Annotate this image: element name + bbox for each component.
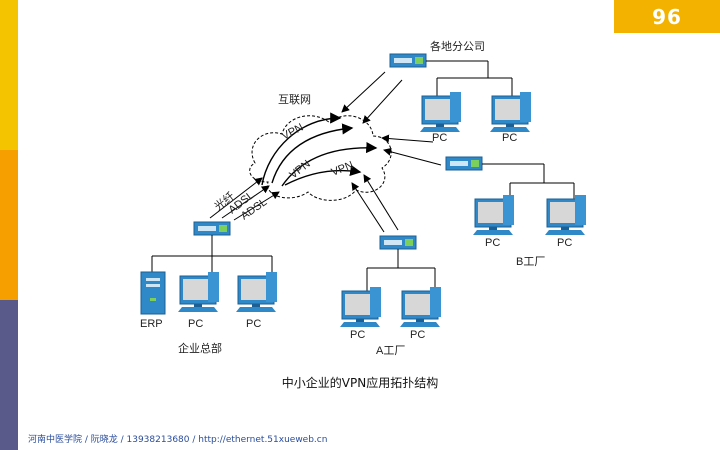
factory-a-pc-1-label: PC <box>350 329 365 341</box>
page-number-badge: 96 <box>614 0 720 33</box>
factory-b-pc-1-icon <box>472 194 515 236</box>
factory-a-pc-2-icon <box>399 286 442 328</box>
hq-label: 企业总部 <box>178 341 222 355</box>
factory-a-label: A工厂 <box>376 345 405 357</box>
factory-b-pc-1-label: PC <box>485 237 500 249</box>
hq-pc-2-label: PC <box>246 318 261 330</box>
factory-b-label: B工厂 <box>516 256 545 268</box>
branch-switch-icon <box>389 53 427 68</box>
branch-pc-1-icon <box>419 91 462 133</box>
factory-b-pc-2-icon <box>544 194 587 236</box>
sidebar-accent-orange <box>0 150 18 300</box>
erp-server-icon <box>140 271 166 315</box>
factory-a-lan-lines <box>366 249 436 291</box>
branch-pc-2-icon <box>489 91 532 133</box>
factory-a-switch-icon <box>379 235 417 250</box>
branch-pc-2-label: PC <box>502 132 517 144</box>
hq-pc-1-label: PC <box>188 318 203 330</box>
sidebar-accent-yellow <box>0 0 18 150</box>
internet-label: 互联网 <box>278 93 311 106</box>
vpn-tunnel-arrows <box>261 112 378 187</box>
internet-cloud <box>249 115 392 201</box>
hq-lan-lines <box>151 235 273 276</box>
factory-b-switch-icon <box>445 156 483 171</box>
footer-credit: 河南中医学院 / 阮晓龙 / 13938213680 / http://ethe… <box>28 435 328 445</box>
branch-office-label: 各地分公司 <box>430 39 485 53</box>
hq-pc-2-icon <box>235 271 278 313</box>
factory-b-lan-lines <box>482 163 575 199</box>
factory-a-pc-2-label: PC <box>410 329 425 341</box>
branch-pc-1-label: PC <box>432 132 447 144</box>
branch-lan-lines <box>426 60 513 96</box>
figure-caption: 中小企业的VPN应用拓扑结构 <box>281 376 439 390</box>
factory-a-pc-1-icon <box>339 286 382 328</box>
hq-pc-1-icon <box>177 271 220 313</box>
erp-label: ERP <box>140 318 163 330</box>
access-link-arrows <box>209 71 442 233</box>
factory-b-pc-2-label: PC <box>557 237 572 249</box>
hq-switch-icon <box>193 221 231 236</box>
sidebar-accent-purple <box>0 300 18 450</box>
